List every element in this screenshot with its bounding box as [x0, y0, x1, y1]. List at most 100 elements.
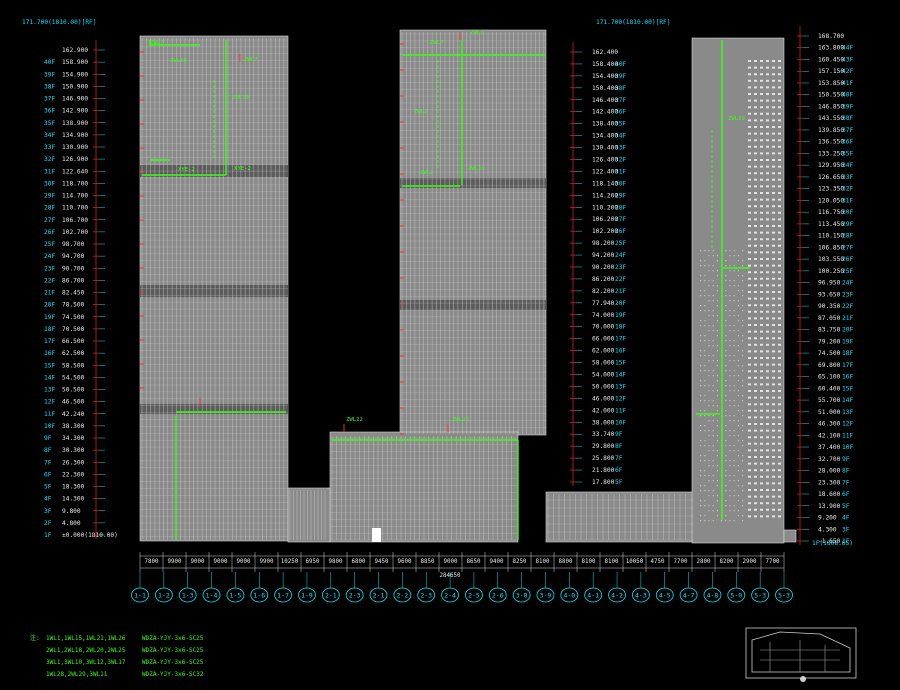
level-elev: 163.800	[818, 45, 844, 52]
level-floor: 39F	[842, 103, 853, 110]
axis-label: 4-2	[611, 592, 623, 600]
level-floor: 29F	[44, 193, 55, 200]
level-elev: 46.300	[818, 421, 841, 428]
level-floor: 11F	[615, 407, 626, 414]
level-elev: 146.900	[62, 96, 88, 103]
level-elev: 18.600	[818, 491, 841, 498]
legend-prefix: 注:	[30, 634, 40, 642]
level-floor: 32F	[44, 156, 55, 163]
floor-lines	[546, 499, 694, 541]
level-elev: 34.300	[62, 435, 85, 442]
dimension-value: 7700	[766, 559, 780, 565]
green-tag: ZWL7	[430, 40, 443, 46]
level-elev: 62.000	[592, 348, 615, 355]
level-elev: 136.550	[818, 139, 844, 146]
level-floor: 15F	[615, 360, 626, 367]
floor-band-1	[140, 285, 288, 297]
green-tag: ZWL2	[414, 109, 427, 115]
level-elev: 162.900	[62, 47, 88, 54]
green-tag: ZWL19	[170, 58, 187, 64]
dimension-value: 4750	[651, 559, 665, 565]
level-elev: 98.200	[592, 240, 615, 247]
axis-bubble	[655, 587, 674, 603]
level-floor: 5F	[44, 484, 52, 491]
level-floor: 26F	[44, 229, 55, 236]
level-elev: 54.000	[592, 372, 615, 379]
level-floor: 3F	[44, 508, 52, 515]
axis-label: 4-1	[587, 592, 599, 600]
dimension-value: 9800	[329, 559, 343, 565]
level-floor: 17F	[44, 338, 55, 345]
axis-bubble	[202, 587, 221, 603]
green-tag: ZWL7	[244, 57, 257, 63]
legend-tags: 1WL28,2WL29,3WL11	[46, 671, 108, 678]
level-floor: 8F	[44, 447, 52, 454]
level-elev: 42.100	[818, 432, 841, 439]
level-elev: 94.200	[592, 252, 615, 259]
level-floor: 22F	[842, 303, 853, 310]
level-floor: 16F	[44, 350, 55, 357]
level-elev: 50.000	[592, 383, 615, 390]
level-floor: 6F	[615, 467, 623, 474]
level-floor: 8F	[615, 443, 623, 450]
axis-label: 5-3	[778, 592, 790, 600]
dimension-value: 9400	[490, 559, 504, 565]
level-elev: 51.000	[818, 409, 841, 416]
level-elev: 14.300	[62, 496, 85, 503]
axis-bubble	[512, 587, 531, 603]
level-elev: 154.400	[592, 73, 618, 80]
level-elev: 126.650	[818, 174, 844, 181]
level-elev: 55.700	[818, 397, 841, 404]
level-floor: 38F	[615, 85, 626, 92]
dimension-value: 9900	[168, 559, 182, 565]
axis-label: 2-3	[349, 592, 361, 600]
level-elev: 133.250	[818, 150, 844, 157]
dimension-value: 6950	[306, 559, 320, 565]
level-elev: -1.650	[818, 538, 841, 545]
dimension-value: 9000	[237, 559, 251, 565]
axis-label: 4-3	[635, 592, 647, 600]
red-level-marks	[140, 32, 461, 435]
level-elev: 4.800	[62, 520, 81, 527]
level-elev: 9.200	[818, 515, 837, 522]
level-floor: 21F	[44, 290, 55, 297]
middle-level-column: 162.40040F158.40039F154.40038F150.40037F…	[570, 42, 626, 486]
axis-bubble	[679, 587, 698, 603]
dimension-value: 10050	[626, 559, 644, 565]
level-elev: 126.400	[592, 157, 618, 164]
green-tag: ZWL7	[150, 40, 163, 46]
legend-tags: 1WL1,1WL15,1WL21,1WL26	[46, 635, 126, 642]
level-elev: 90.350	[818, 303, 841, 310]
axis-label: 1-5	[230, 592, 242, 600]
mullions	[331, 436, 512, 540]
level-elev: 69.800	[818, 362, 841, 369]
right-base-note: 1F(1808.65)	[812, 540, 853, 547]
floor-band-2	[140, 404, 288, 414]
level-floor: 35F	[842, 150, 853, 157]
level-floor: 39F	[615, 73, 626, 80]
level-floor: 14F	[615, 372, 626, 379]
dimension-value: 9900	[260, 559, 274, 565]
level-floor: 16F	[615, 348, 626, 355]
level-elev: 79.200	[818, 338, 841, 345]
level-floor: 9F	[44, 435, 52, 442]
green-line-2	[149, 40, 200, 46]
axis-label: 2-1	[373, 592, 385, 600]
level-elev: 120.050	[818, 197, 844, 204]
axis-bubble	[298, 587, 316, 603]
level-floor: 34F	[44, 132, 55, 139]
level-floor: 20F	[44, 302, 55, 309]
axis-label: 4-8	[707, 592, 719, 600]
green-tag: ZWL19	[468, 166, 485, 172]
level-floor: 5F	[615, 479, 623, 486]
green-tag: ZWL19	[728, 116, 745, 122]
legend-tags: 3WL1,3WL10,3WL12,3WL17	[46, 659, 126, 666]
legend-tags: 2WL1,2WL18,2WL20,2WL25	[46, 647, 126, 654]
level-elev: 38.300	[62, 423, 85, 430]
level-elev: 103.550	[818, 256, 844, 263]
dimension-value: 8850	[421, 559, 435, 565]
level-floor: 35F	[615, 121, 626, 128]
level-elev: 153.850	[818, 80, 844, 87]
